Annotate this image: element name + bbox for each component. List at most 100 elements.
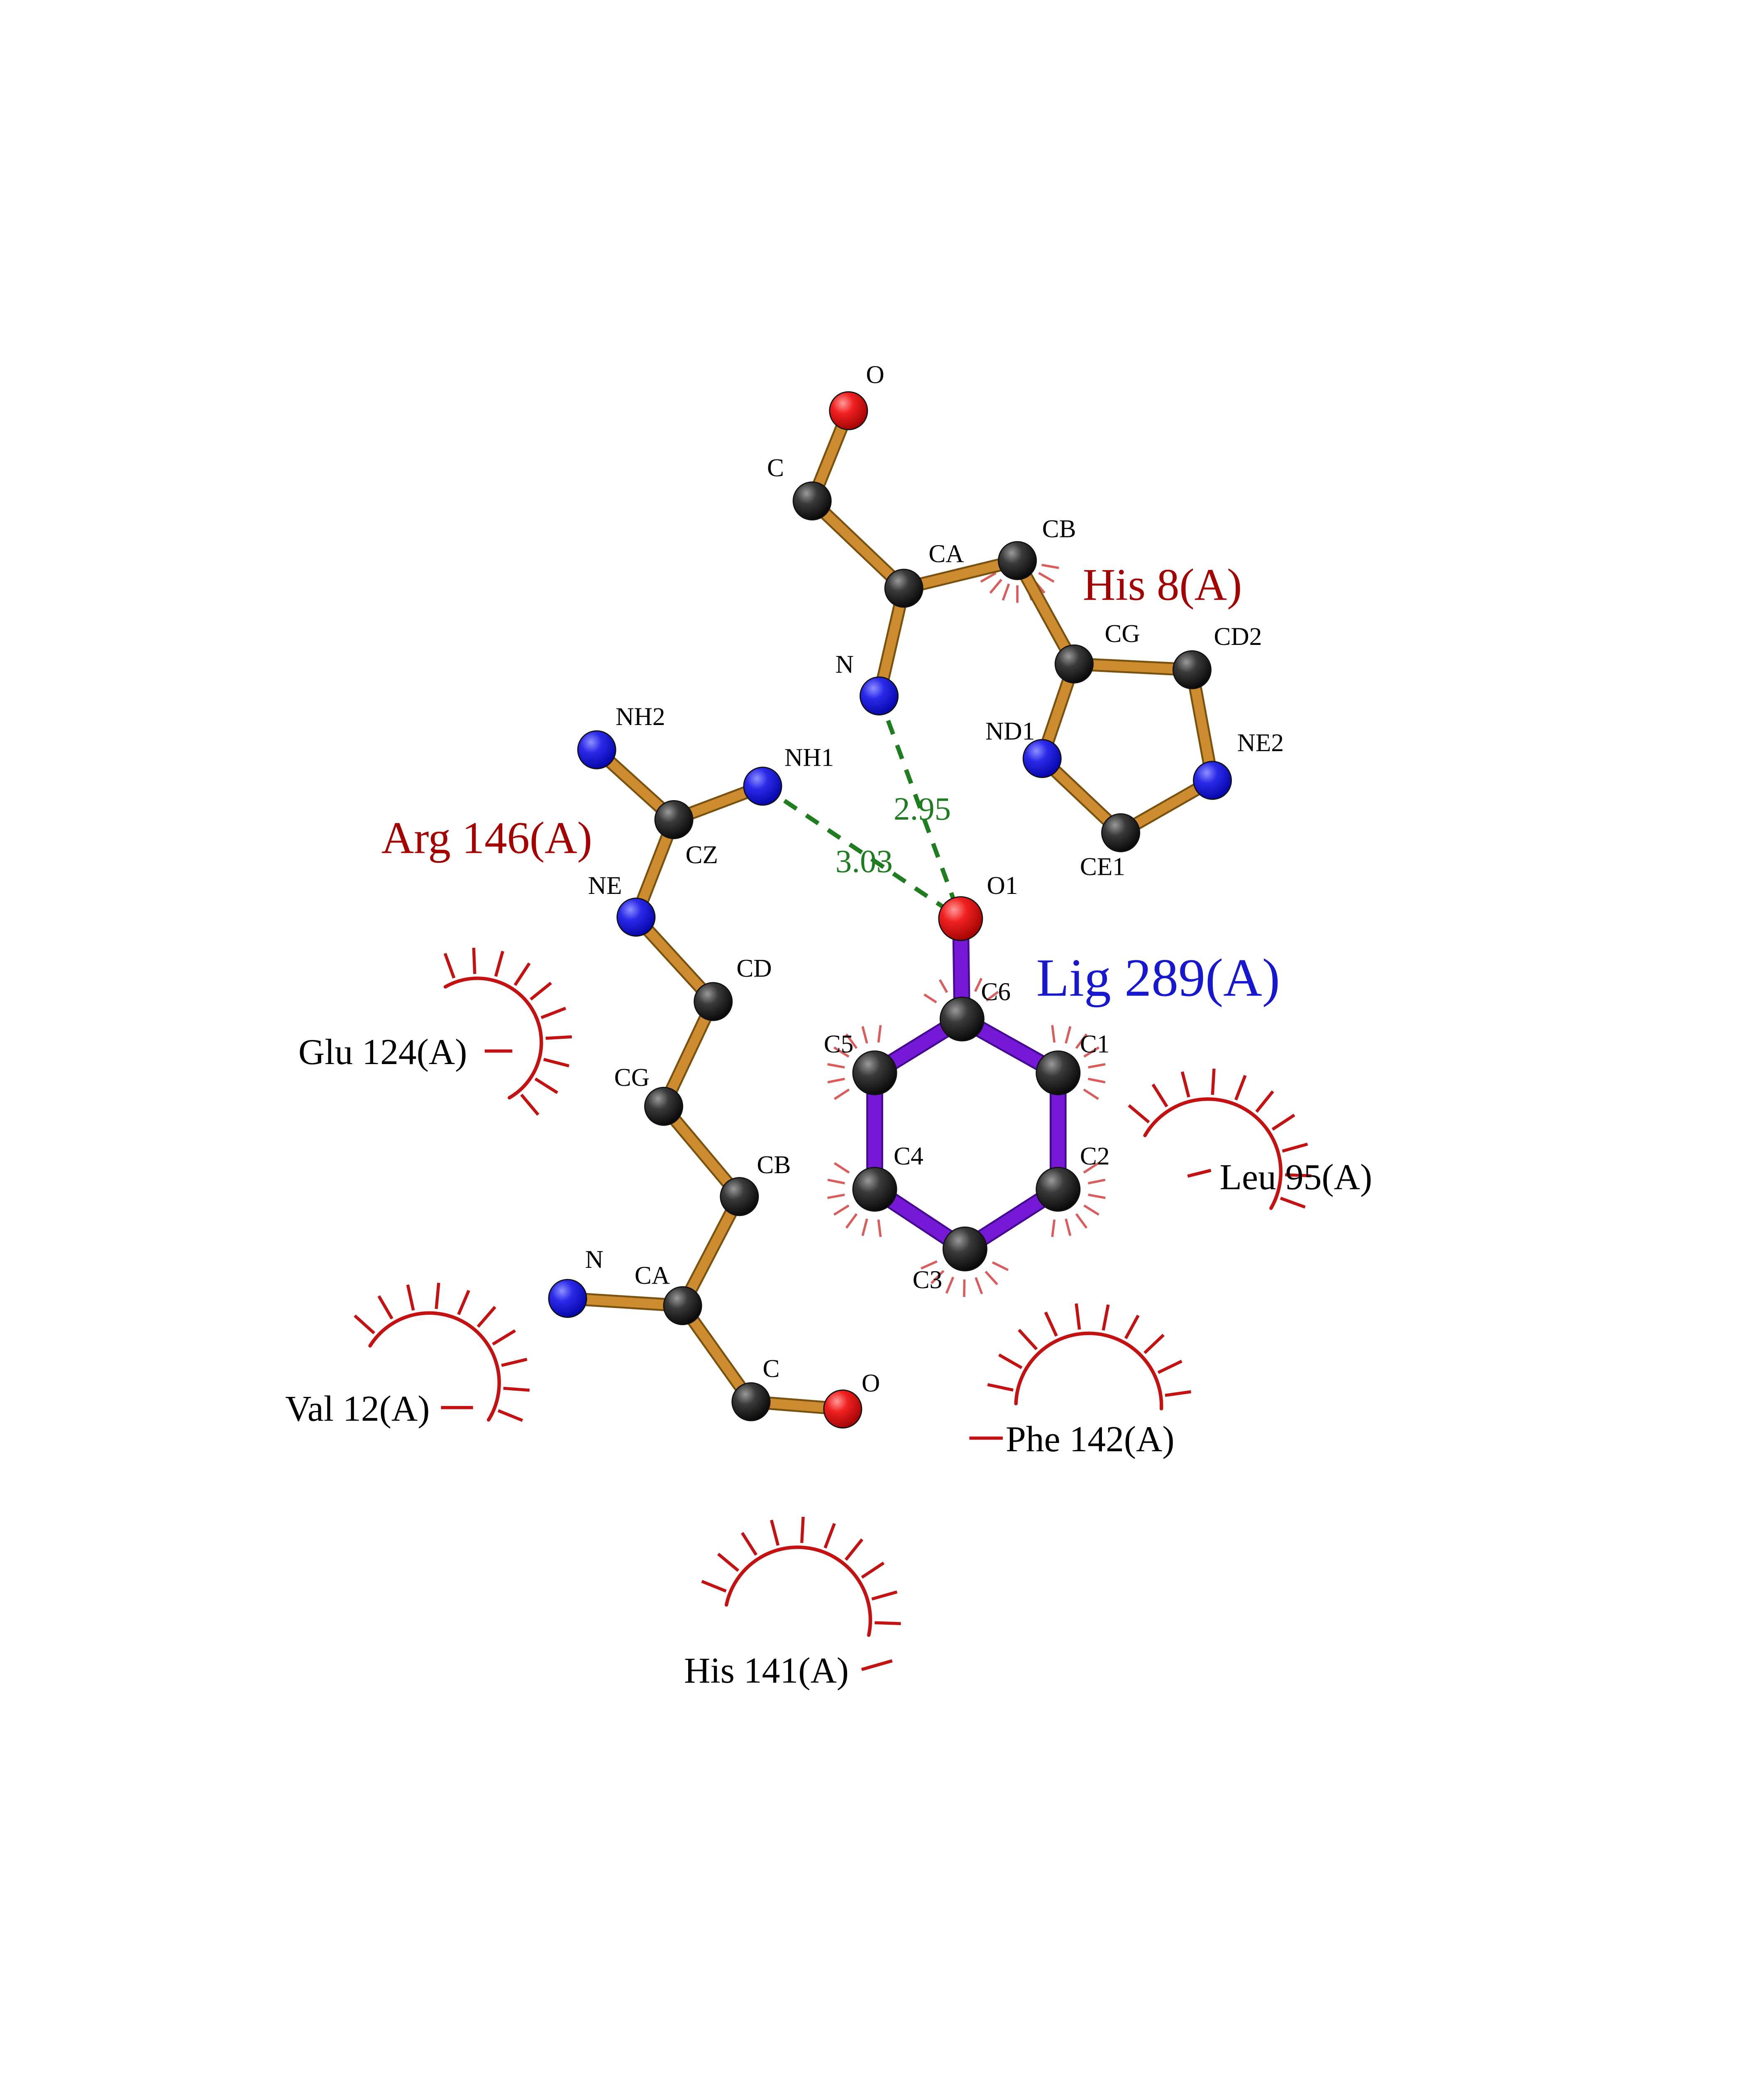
contact-arc [368,1311,501,1422]
atom-arg-146-a-cg [644,1086,683,1126]
atom-lashes-lig-289-a-c3 [921,1260,1009,1297]
atom-label-arg-146-a-cg: CG [614,1064,650,1092]
hbond-arg-146-a-nh1-o1: 3.03 [761,784,962,920]
hydrophobic-contact-phe-142-a: Phe 142(A) [969,1303,1191,1459]
contact-lash [740,1532,758,1556]
atom-lash [1083,1204,1099,1216]
contact-lash [503,1387,530,1392]
bond-his-8-a-c-ca [807,496,909,593]
bonds-lig-289-a [866,910,1067,1257]
atom-lash [985,1271,998,1285]
atom-label-his-8-a-nd1: ND1 [985,717,1035,745]
contact-lash [494,950,504,977]
atom-contact-lashes-layer [827,564,1106,1297]
atom-lash [1087,1077,1106,1084]
atom-arg-146-a-cd [694,982,733,1021]
contact-lash [1165,1390,1191,1397]
bond-arg-146-a-ca-c [678,1301,756,1407]
atom-lashes-lig-289-a-c5 [827,1025,882,1100]
contact-lash [823,1523,836,1549]
contact-lash [377,1295,393,1320]
atom-lash [1075,1033,1088,1049]
atom-lash [827,1194,845,1199]
ligand-label: Lig 289(A) [1036,948,1280,1008]
atom-label-arg-146-a-nh2: NH2 [616,703,665,731]
atom-lash [1088,1194,1106,1199]
contact-lash [476,1306,496,1328]
atom-lig-289-a-o1 [938,896,983,941]
atom-his-8-a-ne2 [1193,761,1232,800]
hydrophobic-contacts-layer: Glu 124(A)Val 12(A)His 141(A)Phe 142(A)L… [285,947,1373,1690]
atom-lig-289-a-c3 [942,1226,987,1272]
atom-lash [1065,1218,1072,1236]
hbond-line [877,695,963,920]
contact-arc [443,976,543,1100]
atom-lash [992,1261,1009,1271]
atom-label-arg-146-a-o: O [862,1369,880,1397]
atom-label-arg-146-a-ca: CA [635,1262,670,1290]
atom-lash [975,1277,983,1294]
atom-lash [989,579,1002,594]
contact-lash [1124,1314,1140,1339]
atom-lash [877,1219,882,1237]
contact-lash [540,1007,567,1019]
atom-lash [827,1077,845,1084]
contact-lash [545,1035,572,1040]
atom-lash [1083,1088,1099,1100]
atom-lash [1065,1026,1072,1044]
atom-lash [833,1088,850,1100]
contact-lash [1285,1173,1312,1177]
atom-label-arg-146-a-n: N [585,1245,603,1274]
contact-lash [530,981,552,1001]
contact-label-phe-142-a: Phe 142(A) [1006,1419,1175,1459]
contact-lash [701,1579,727,1593]
atom-his-8-a-c [792,481,832,521]
contact-lash [534,1077,558,1094]
contact-lash [1044,1311,1058,1337]
hydrophobic-contact-val-12-a: Val 12(A) [285,1282,530,1428]
atom-arg-146-a-o [823,1389,862,1429]
atom-his-8-a-cg [1054,644,1094,684]
atom-label-his-8-a-c: C [767,454,784,482]
contact-lash [443,953,456,979]
atoms-lig-289-a [852,896,1081,1272]
contact-lash [406,1284,415,1311]
hbond-distance-label: 2.95 [894,791,951,827]
atom-label-his-8-a-ca: CA [928,540,964,568]
atoms-his-8-a [792,391,1232,852]
contact-lash [1255,1090,1274,1113]
contact-label-tick [1187,1169,1212,1178]
contact-lash [1157,1360,1183,1374]
contact-lash [1280,1196,1306,1209]
atom-lash [1002,583,1010,601]
atom-label-arg-146-a-cz: CZ [686,841,718,869]
contact-lashes [987,1303,1191,1397]
contact-lash [1128,1104,1150,1123]
atom-lash [1075,1213,1088,1229]
atom-lash [945,1277,955,1294]
atom-lash [1051,1219,1056,1237]
atom-lash [877,1025,882,1043]
atom-lash [1087,1179,1106,1184]
contact-lash [998,1353,1023,1370]
bonds-his-8-a [805,404,1219,840]
atom-his-8-a-nd1 [1022,739,1062,778]
atom-lig-289-a-c5 [852,1050,897,1096]
atom-lash [931,1270,945,1284]
atom-lash [1038,572,1055,583]
atom-lash [980,572,997,583]
contact-lash [717,1553,740,1572]
contact-lash [501,1357,528,1367]
contact-label-leu-95-a: Leu 95(A) [1220,1157,1373,1197]
atom-lash [827,1063,845,1069]
hbond-line [761,784,962,920]
hydrophobic-contact-his-141-a: His 141(A) [684,1516,901,1690]
atom-lash [833,1162,850,1174]
contact-lash [1102,1304,1110,1331]
atom-lig-289-a-c1 [1036,1050,1081,1096]
atom-label-lig-289-a-c2: C2 [1080,1142,1110,1170]
atom-arg-146-a-ne [616,897,656,937]
atom-lash [861,1026,868,1044]
